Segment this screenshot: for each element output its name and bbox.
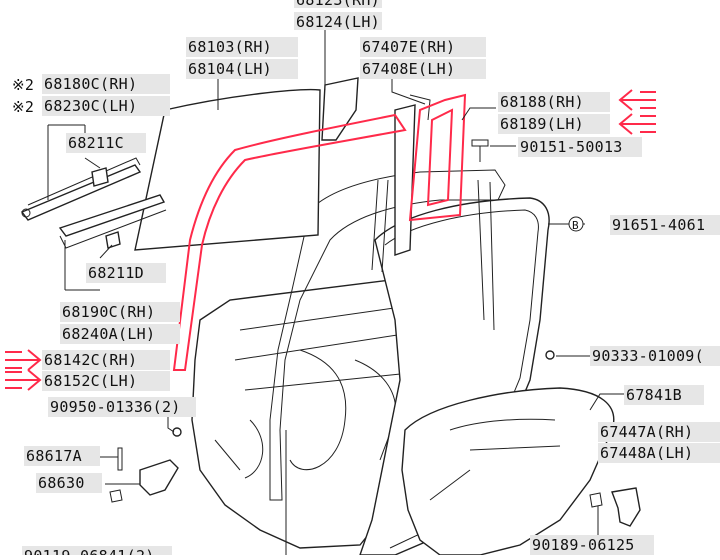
highlight-68188-glass-run — [408, 93, 467, 222]
label-67447a-rh: 67447A(RH) — [600, 423, 693, 441]
label-68617a: 68617A — [26, 447, 82, 465]
label-67841b: 67841B — [626, 386, 682, 404]
door-glass — [134, 88, 321, 251]
label-67407e-rh: 67407E(RH) — [362, 38, 455, 56]
door-check-68630 — [139, 459, 179, 496]
label-68211c: 68211C — [68, 134, 124, 152]
note-mark-1: ※2 — [12, 76, 34, 94]
label-90151-50013: 90151-50013 — [520, 138, 623, 156]
quarter-glass — [321, 77, 359, 141]
clip-68211d — [105, 231, 121, 249]
label-90119: 90119-06841(2) — [24, 547, 155, 555]
label-91651: 91651-4061 — [612, 216, 705, 234]
circle-b-text: B — [572, 219, 579, 232]
highlight-68142c-run — [172, 113, 407, 371]
label-68188-rh: 68188(RH) — [500, 93, 584, 111]
clip-68211c — [91, 167, 109, 187]
label-68180c-rh: 68180C(RH) — [44, 75, 137, 93]
note-mark-2: ※2 — [12, 98, 34, 116]
bolt-90119 — [109, 489, 123, 503]
label-68103-rh: 68103(RH) — [188, 38, 272, 56]
window-channel — [269, 169, 506, 501]
part-labels: 68123(RH) 68124(LH) 68103(RH) 68104(LH) … — [12, 0, 720, 560]
arrow-68188 — [618, 89, 656, 111]
label-68104-lh: 68104(LH) — [188, 60, 272, 78]
bolt-90950 — [172, 427, 182, 437]
leader-lines — [47, 28, 624, 555]
label-68152c-lh: 68152C(LH) — [44, 372, 137, 390]
label-68240a-lh: 68240A(LH) — [62, 325, 155, 343]
label-90950: 90950-01336(2) — [50, 398, 181, 416]
label-68124-lh: 68124(LH) — [296, 13, 380, 31]
label-68142c-rh: 68142C(RH) — [44, 351, 137, 369]
belt-moulding-inner — [58, 194, 166, 237]
bracket-67447a — [611, 487, 641, 527]
label-90333: 90333-01009( — [592, 347, 704, 365]
label-68230c-lh: 68230C(LH) — [44, 97, 137, 115]
trim-panel-67841b — [401, 387, 615, 556]
arrow-68142c — [5, 349, 42, 371]
label-68123-rh: 68123(RH) — [296, 0, 380, 9]
label-68630: 68630 — [38, 474, 85, 492]
highlighted-parts — [5, 89, 656, 391]
arrow-68152c — [5, 369, 42, 391]
cap-90333 — [545, 350, 555, 360]
label-67448a-lh: 67448A(LH) — [600, 444, 693, 462]
label-68189-lh: 68189(LH) — [500, 115, 584, 133]
circle-b-mark — [568, 216, 584, 232]
label-90189: 90189-06125 — [532, 536, 635, 554]
label-67408e-lh: 67408E(LH) — [362, 60, 455, 78]
bolt-90151 — [471, 139, 489, 162]
arrow-68189 — [618, 113, 656, 135]
label-68211d: 68211D — [88, 264, 144, 282]
label-68190c-rh: 68190C(RH) — [62, 303, 155, 321]
